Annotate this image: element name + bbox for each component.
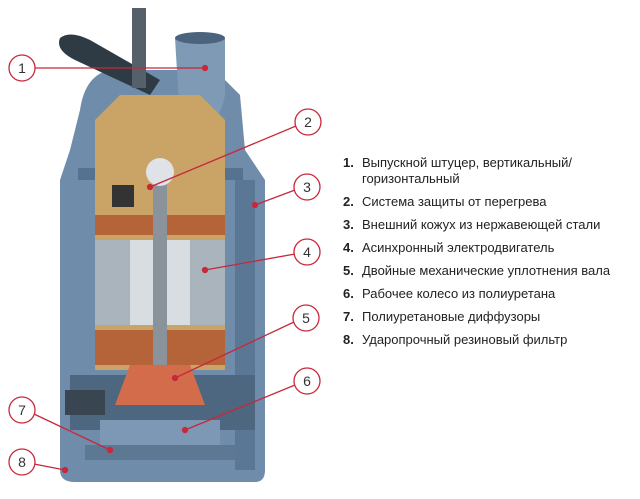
legend-item: 5. Двойные механические уплотнения вала [343, 263, 638, 279]
callout-label: 6 [303, 373, 311, 389]
cable-gland [132, 8, 146, 88]
parts-legend: 1. Выпускной штуцер, вертикальный/ горизо… [343, 155, 638, 355]
callout-1 [8, 54, 36, 82]
legend-number: 1. [343, 155, 354, 170]
legend-number: 6. [343, 286, 354, 301]
legend-text: Асинхронный электродвигатель [362, 240, 555, 255]
legend-item: 4. Асинхронный электродвигатель [343, 240, 638, 256]
callout-8 [8, 448, 36, 476]
callout-label: 2 [304, 114, 312, 130]
legend-text: Полиуретановые диффузоры [362, 309, 541, 324]
legend-number: 3. [343, 217, 354, 232]
legend-text: Рабочее колесо из полиуретана [362, 286, 556, 301]
impeller-section [65, 365, 255, 460]
callout-3 [293, 173, 321, 201]
callout-4 [293, 238, 321, 266]
legend-text: Внешний кожух из нержавеющей стали [362, 217, 601, 232]
legend-number: 2. [343, 194, 354, 209]
legend-item: 6. Рабочее колесо из полиуретана [343, 286, 638, 302]
legend-item: 2. Система защиты от перегрева [343, 194, 638, 210]
legend-item: 3. Внешний кожух из нержавеющей стали [343, 217, 638, 233]
callout-label: 5 [302, 310, 310, 326]
legend-text: Ударопрочный резиновый фильтр [362, 332, 568, 347]
thermal-protector [146, 158, 174, 186]
legend-text: Выпускной штуцер, вертикальный/ горизонт… [362, 155, 572, 186]
shaft [153, 170, 167, 420]
legend-number: 5. [343, 263, 354, 278]
legend-text: Двойные механические уплотнения вала [362, 263, 611, 278]
callout-label: 7 [18, 402, 26, 418]
legend-item: 7. Полиуретановые диффузоры [343, 309, 638, 325]
callout-5 [292, 304, 320, 332]
callout-7 [8, 396, 36, 424]
callout-6 [293, 367, 321, 395]
legend-text: Система защиты от перегрева [362, 194, 547, 209]
legend-item: 1. Выпускной штуцер, вертикальный/ горизо… [343, 155, 638, 187]
callout-2 [294, 108, 322, 136]
legend-number: 7. [343, 309, 354, 324]
legend-number: 8. [343, 332, 354, 347]
legend-item: 8. Ударопрочный резиновый фильтр [343, 332, 638, 348]
callout-label: 8 [18, 454, 26, 470]
callout-label: 3 [303, 179, 311, 195]
callout-label: 4 [303, 244, 311, 260]
callout-label: 1 [18, 60, 26, 76]
legend-number: 4. [343, 240, 354, 255]
